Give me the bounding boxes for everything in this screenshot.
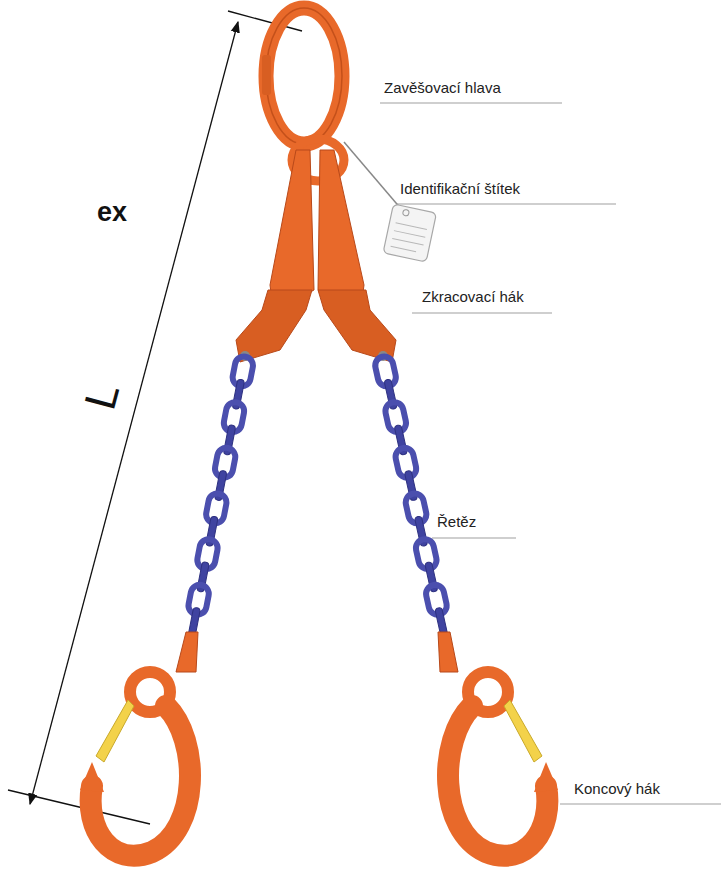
- chain-leg: [187, 355, 255, 638]
- part-name: Zkracovací hák: [422, 288, 524, 306]
- label-holder: Řetěz: [437, 513, 476, 531]
- hook-connector: [176, 632, 458, 672]
- part-name: Řetěz: [437, 513, 476, 531]
- part-name: Koncový hák: [574, 780, 660, 798]
- label-holder: Zavěšovací hlava: [384, 79, 501, 97]
- label-underlines: [380, 103, 721, 804]
- chain-legs: [187, 355, 448, 638]
- chain-leg: [373, 355, 448, 638]
- label-holder: Identifikační štítek: [400, 180, 520, 198]
- dimension-label: L: [74, 378, 131, 415]
- label-holder: L: [90, 370, 114, 423]
- label-holder: Koncový hák: [574, 780, 660, 798]
- label-holder: ex: [97, 196, 127, 228]
- end-hook: [80, 672, 190, 856]
- dimension-line: [8, 11, 302, 824]
- cropped-heading: ex: [97, 196, 127, 228]
- label-holder: Zkracovací hák: [422, 288, 524, 306]
- part-name: Zavěšovací hlava: [384, 79, 501, 97]
- identification-tag: [344, 142, 437, 262]
- part-name: Identifikační štítek: [400, 180, 520, 198]
- end-hook: [448, 672, 558, 856]
- shortening-hook: [236, 150, 396, 362]
